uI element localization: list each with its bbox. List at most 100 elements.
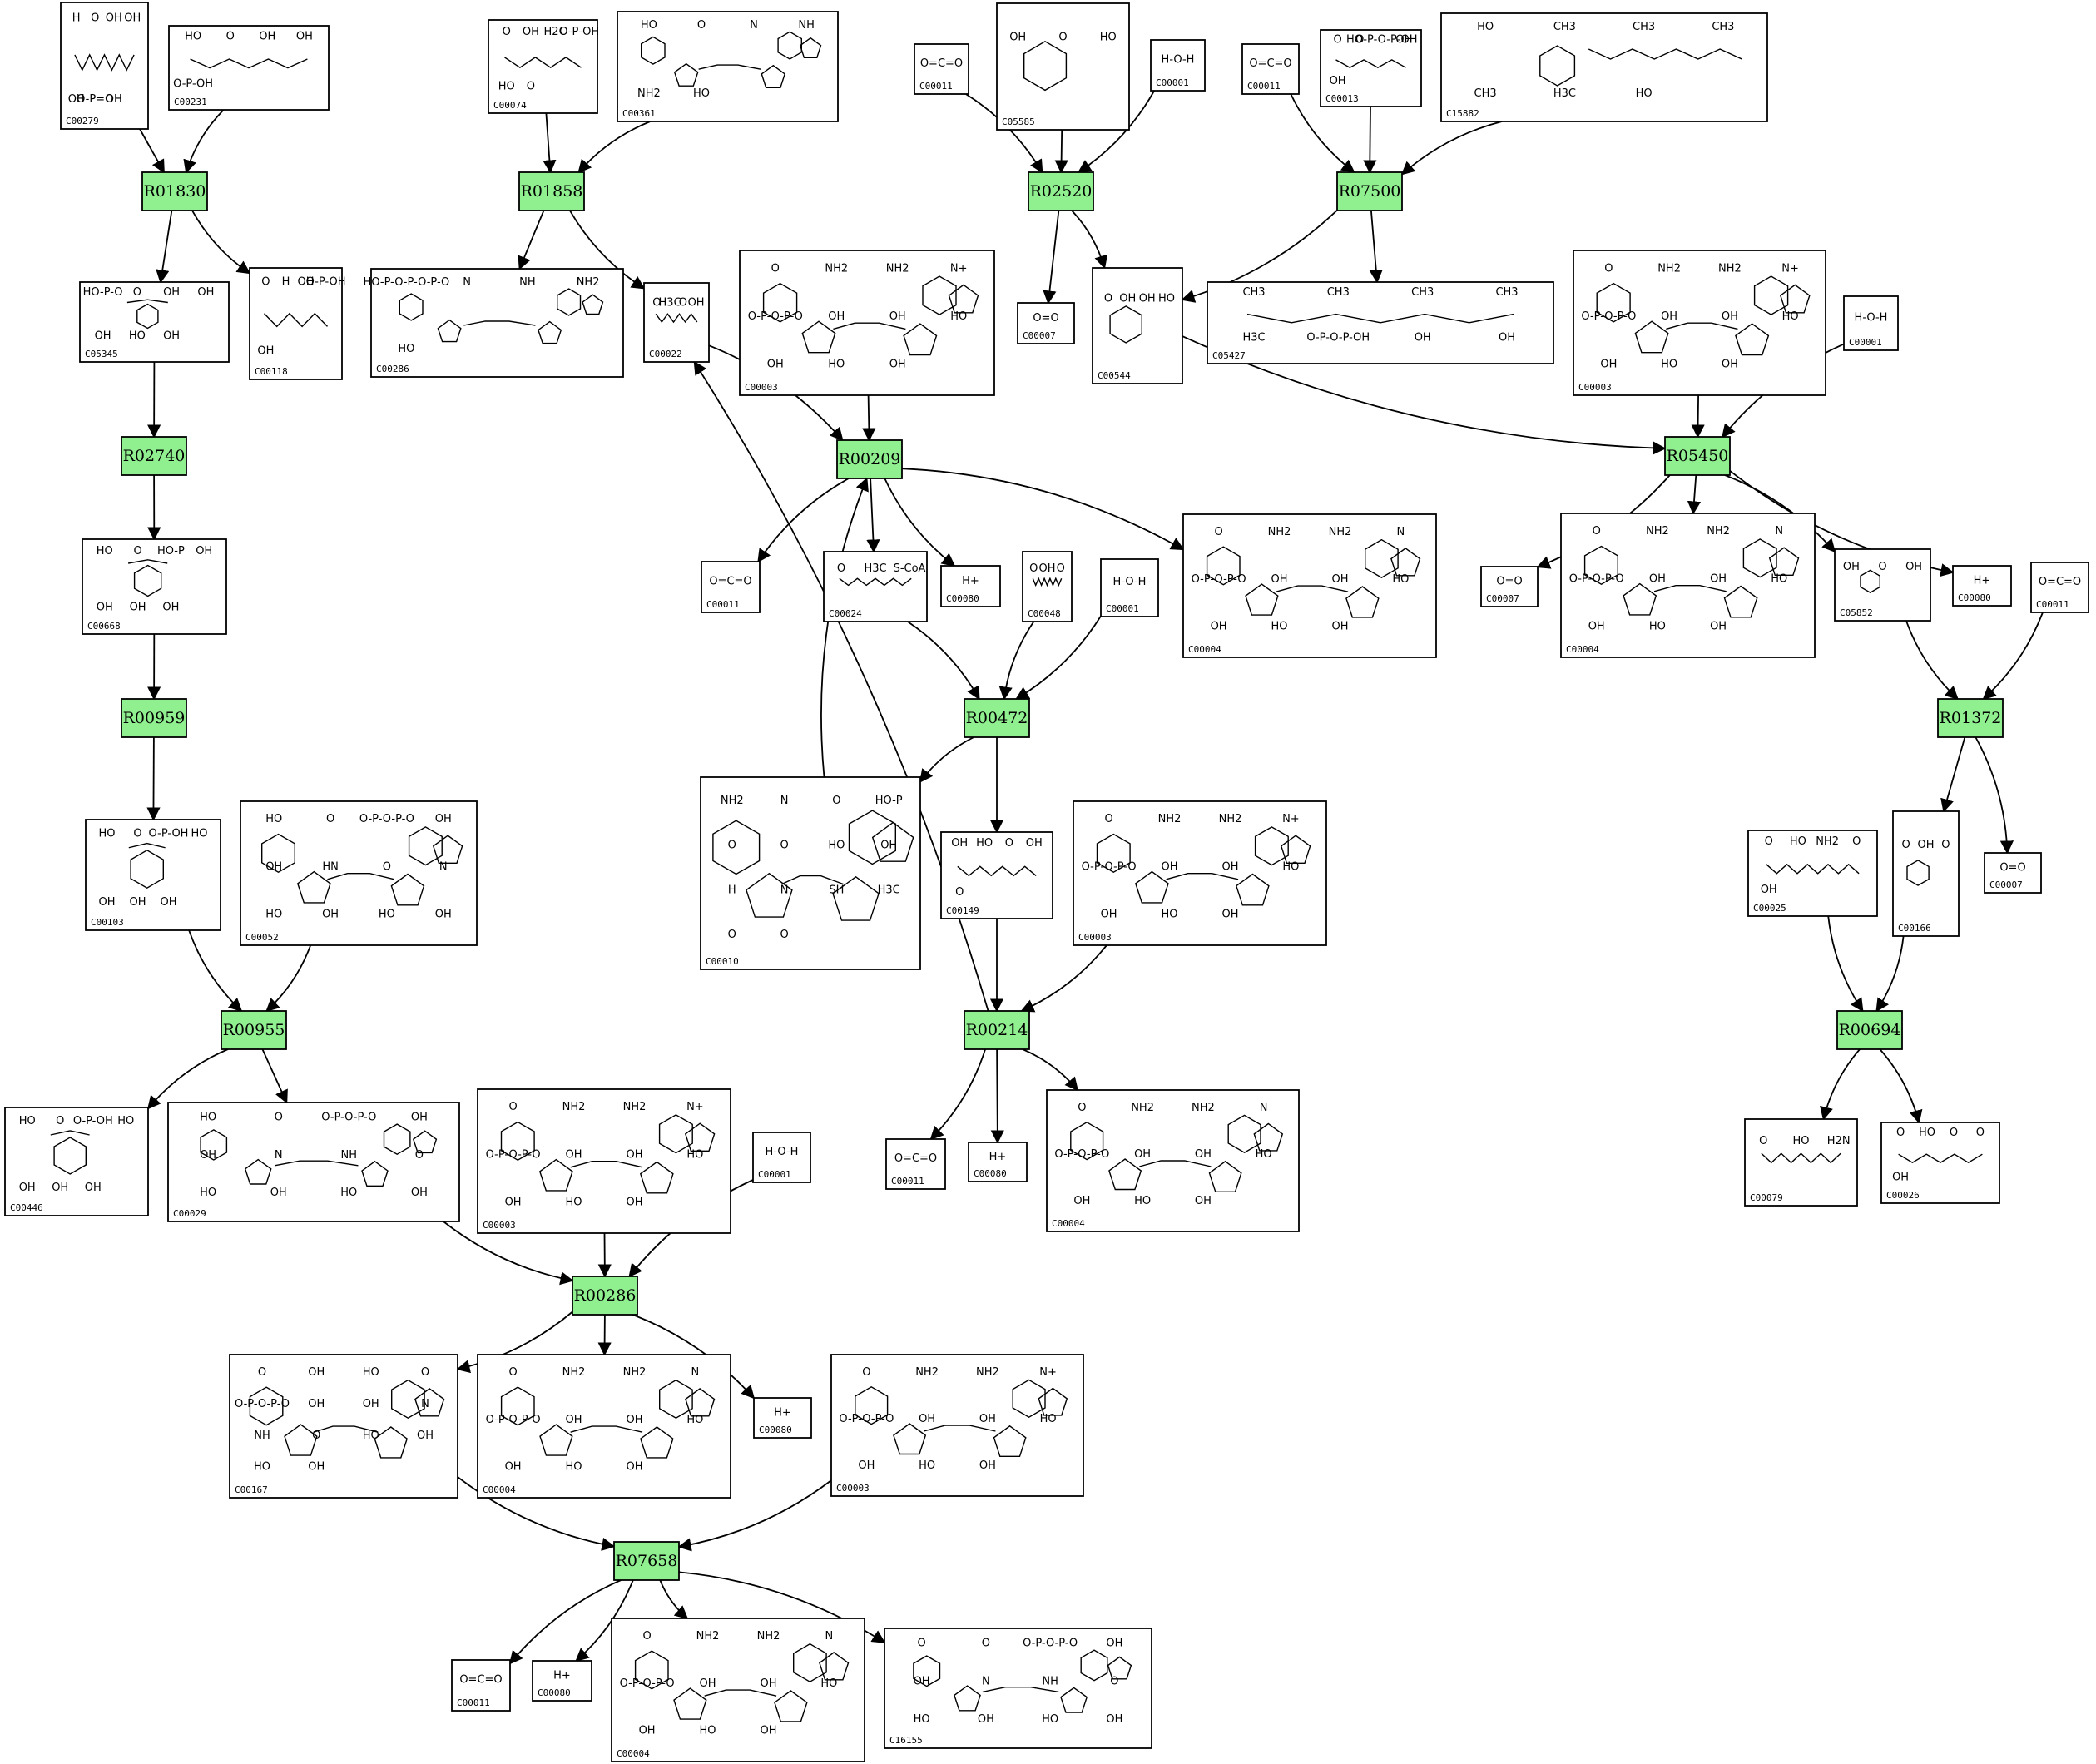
atom-label: O-P-O-P-O [1192, 573, 1246, 586]
reaction-node-r00959[interactable]: R00959 [121, 698, 187, 738]
atom-label: O-P-OH [173, 77, 213, 90]
atom-label: HO [976, 837, 993, 850]
atom-label: O [1214, 526, 1222, 538]
reaction-node-r00472[interactable]: R00472 [964, 698, 1030, 738]
atom-label: O [982, 1638, 990, 1650]
compound-box [4, 1107, 149, 1216]
atom-label: OH [1139, 293, 1156, 305]
compound-id-label: C00544 [1098, 370, 1131, 381]
reaction-node-r02520[interactable]: R02520 [1028, 171, 1094, 211]
atom-label: O [133, 827, 141, 840]
edge-arrow [1369, 210, 1383, 284]
reaction-box [121, 436, 187, 476]
reaction-node-r01858[interactable]: R01858 [518, 171, 585, 211]
atom-label: HO [191, 827, 207, 840]
ring-bond [130, 849, 165, 889]
reaction-node-r01372[interactable]: R01372 [1937, 698, 2004, 738]
reaction-node-r00286[interactable]: R00286 [572, 1276, 638, 1316]
atom-label: N [439, 860, 448, 873]
atom-label: CH3 [1411, 286, 1434, 299]
reaction-node-r01830[interactable]: R01830 [141, 171, 208, 211]
reaction-node-r07500[interactable]: R07500 [1336, 171, 1403, 211]
reaction-node-r00209[interactable]: R00209 [836, 439, 903, 479]
atom-label: NH2 [1219, 813, 1242, 825]
atom-label: O [780, 840, 788, 852]
reaction-node-r00214[interactable]: R00214 [964, 1010, 1030, 1050]
reaction-node-r00955[interactable]: R00955 [221, 1010, 287, 1050]
reaction-node-r00694[interactable]: R00694 [1836, 1010, 1903, 1050]
ring-bond [296, 870, 331, 904]
reaction-node-r05450[interactable]: R05450 [1664, 436, 1731, 476]
atom-label: HO [363, 1366, 379, 1379]
compound-id-label: C05427 [1212, 350, 1246, 361]
atom-label: OH [98, 896, 115, 909]
atom-label: N [750, 19, 758, 32]
compound-box [1320, 29, 1422, 107]
reaction-node-r07658[interactable]: R07658 [613, 1541, 680, 1581]
structure-co2: O=C=O [2039, 576, 2081, 588]
reaction-label: R00286 [574, 1286, 637, 1305]
reaction-node-r02740[interactable]: R02740 [121, 436, 187, 476]
compound-box [1744, 1118, 1858, 1207]
atom-label: OH [1009, 32, 1026, 44]
